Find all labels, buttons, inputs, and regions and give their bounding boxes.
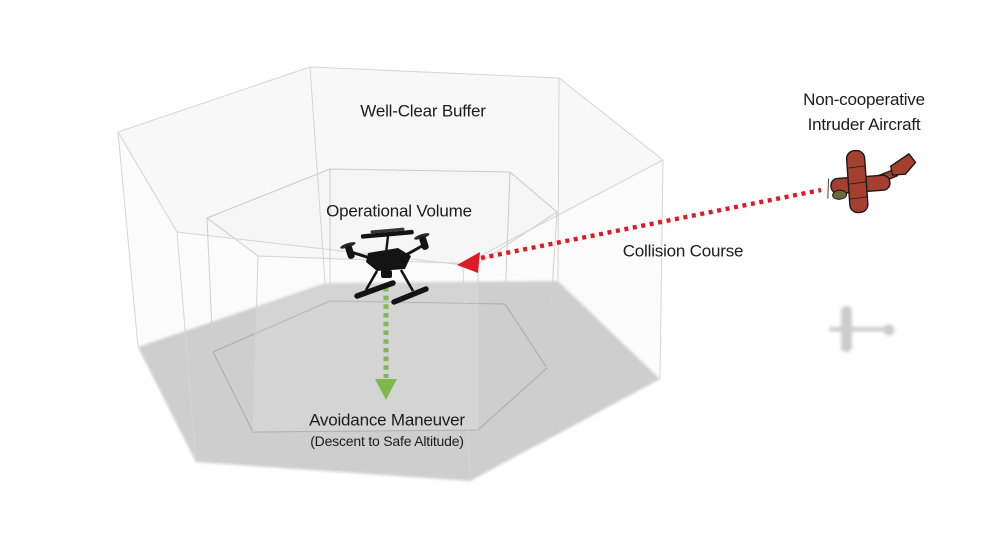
outer-edge — [557, 77, 560, 282]
collision-course-label: Collision Course — [622, 241, 744, 261]
uav-leg-left — [364, 270, 379, 291]
avoidance-arrowhead — [375, 379, 397, 400]
inner-edge — [252, 255, 259, 433]
inner-front-face — [253, 256, 478, 432]
collision-arrowhead — [457, 252, 480, 273]
intruder-propeller — [827, 178, 829, 199]
ghost-fuselage — [829, 327, 886, 332]
outer-front-face-left — [118, 132, 196, 462]
inner-top-face — [207, 169, 557, 264]
collision-arrow-shaft — [480, 187, 822, 261]
outer-edge — [117, 131, 139, 348]
intruder-label-line2: Intruder Aircraft — [807, 115, 921, 134]
ground-shadow-hexagon — [138, 281, 660, 481]
outer-edge — [462, 264, 471, 482]
red-fixed-wing-aircraft-icon — [827, 149, 917, 214]
well-clear-buffer-front — [117, 66, 664, 482]
intruder-tailplane — [890, 153, 917, 176]
intruder-aircraft-label: Non-cooperative Intruder Aircraft — [803, 87, 925, 137]
outer-front-face-mid — [177, 232, 470, 481]
intruder-label-line1: Non-cooperative — [803, 90, 925, 109]
uav-skid-right — [391, 286, 429, 305]
green-dashed-arrow-down — [375, 287, 397, 400]
red-dotted-arrow-left — [457, 187, 822, 273]
uav-gimbal — [381, 270, 392, 278]
outer-front-face-right — [463, 160, 663, 481]
outer-edge — [309, 66, 326, 284]
uav-motor-right — [414, 233, 430, 250]
operational-volume-wireframe — [205, 168, 558, 433]
intruder-wing — [845, 149, 869, 214]
well-clear-buffer-label: Well-Clear Buffer — [360, 101, 486, 121]
faded-aircraft-shadow-icon — [829, 306, 895, 352]
operational-volume-label: Operational Volume — [326, 201, 472, 221]
ghost-tail — [883, 324, 895, 336]
inner-edge — [504, 171, 511, 305]
intruder-wing-panel — [848, 181, 866, 185]
outer-edge — [176, 231, 197, 463]
outer-back-face-right — [558, 78, 663, 379]
uav-leg-right — [399, 269, 415, 292]
intruder-cowl — [832, 189, 848, 200]
intruder-wing-panel — [847, 165, 865, 169]
uav-skid-left — [354, 280, 396, 299]
avoidance-maneuver-label: Avoidance Maneuver — [309, 410, 465, 430]
outer-edge — [659, 159, 664, 380]
uav-motor-left — [340, 242, 356, 259]
uav-top-rotor — [360, 227, 414, 239]
inner-edge — [546, 211, 558, 369]
inner-edge — [206, 217, 214, 353]
uav-body — [366, 248, 411, 271]
avoidance-detail-label: (Descent to Safe Altitude) — [310, 433, 464, 449]
quadcopter-uav-icon — [340, 227, 430, 305]
intruder-wing-panel — [849, 196, 867, 200]
outer-back-face-left — [118, 67, 325, 347]
